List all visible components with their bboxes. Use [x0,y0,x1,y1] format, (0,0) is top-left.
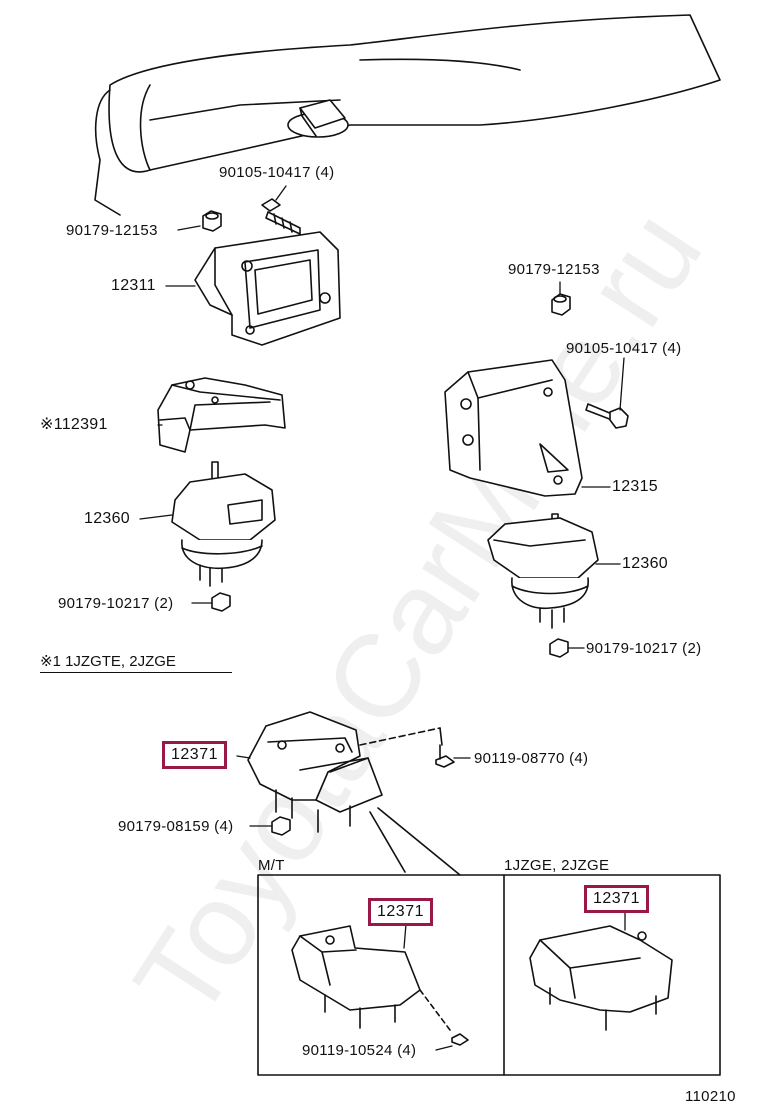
nut-top-left-drawing [202,210,222,232]
alt-mount-drawing [529,925,673,1031]
bracket-right-drawing [444,359,583,497]
label-mount-right: 12360 [622,555,668,572]
rear-mount-drawing [247,711,443,833]
footnote-underline [40,672,232,673]
nut-rear-drawing [271,816,291,836]
label-bracket-right: 12315 [612,478,658,495]
nut-left-bottom-drawing [211,592,231,612]
variant-leader-lines [369,807,461,876]
mt-mount-drawing [291,925,469,1046]
label-insulator-plate: ※112391 [40,416,108,433]
mount-left-drawing [171,461,276,587]
bolt-top-right-drawing [585,403,629,429]
footnote: ※1 1JZGTE, 2JZGE [40,653,176,670]
label-bracket-left: 12311 [111,277,156,294]
label-nut-top-right: 90179-12153 [508,261,600,278]
label-bolt-top-right: 90105-10417 (4) [566,340,682,357]
nut-right-bottom-drawing [549,638,569,658]
label-bolt-top-left: 90105-10417 (4) [219,164,335,181]
insulator-plate-drawing [157,377,286,453]
bolt-rear-drawing [435,744,455,768]
label-nut-rear: 90179-08159 (4) [118,818,234,835]
label-mt-mount[interactable]: 12371 [368,898,433,926]
label-mount-left: 12360 [84,510,130,527]
label-rear-mount[interactable]: 12371 [162,741,227,769]
label-alt-mount[interactable]: 12371 [584,885,649,913]
variant-title-engines: 1JZGE, 2JZGE [504,857,610,874]
variant-frame [257,874,721,1076]
bracket-left-drawing [194,231,341,346]
engine-outline [94,14,721,216]
page-code: 110210 [685,1088,736,1105]
nut-top-right-drawing [551,293,571,316]
label-nut-top-left: 90179-12153 [66,222,158,239]
bolt-top-left-drawing [261,198,301,235]
label-leader-lines [139,185,626,1051]
label-mt-bolt: 90119-10524 (4) [302,1042,417,1059]
label-nut-left-bottom: 90179-10217 (2) [58,595,174,612]
label-nut-right-bottom: 90179-10217 (2) [586,640,702,657]
variant-title-mt: M/T [258,857,285,874]
mount-right-drawing [487,513,599,629]
label-bolt-rear: 90119-08770 (4) [474,750,589,767]
